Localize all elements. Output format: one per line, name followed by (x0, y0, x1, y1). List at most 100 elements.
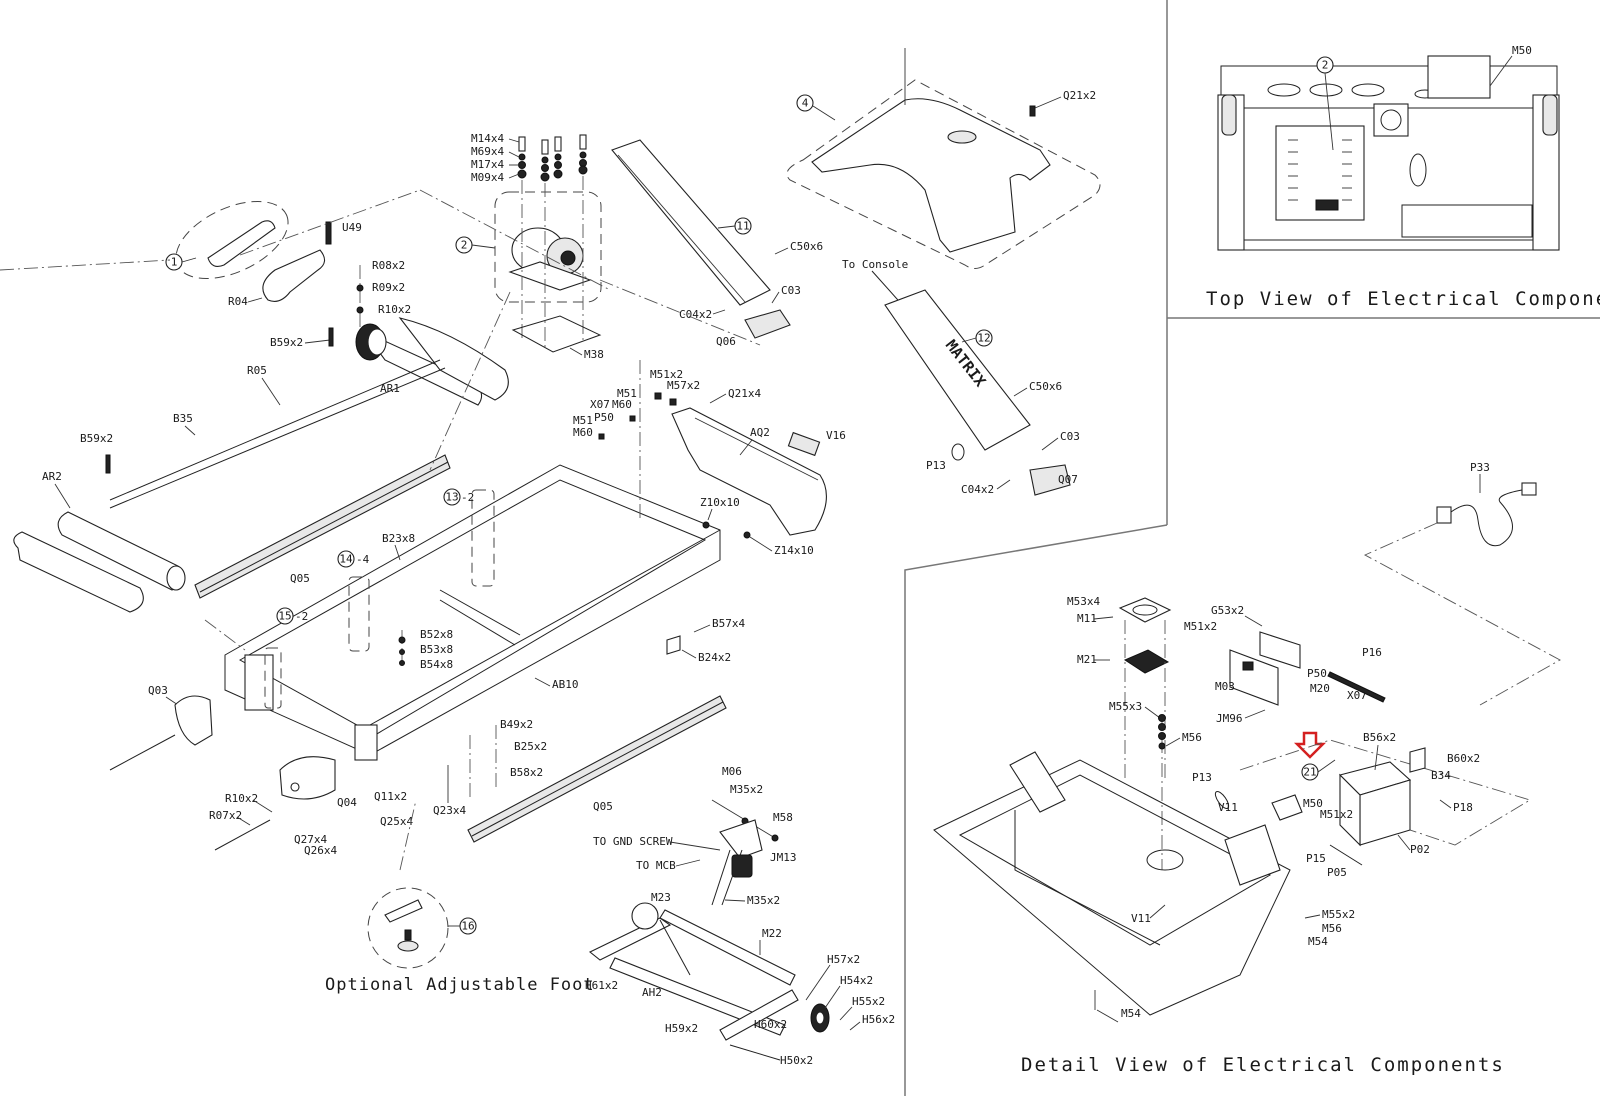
svg-text:-4: -4 (356, 553, 370, 566)
top-view-terminal-strip (1401, 204, 1533, 238)
label-M60-b: M60 (573, 426, 593, 439)
caption-optional-foot: Optional Adjustable Foot (325, 975, 595, 995)
detail-frame (933, 751, 1291, 1016)
label-B34: B34 (1431, 769, 1451, 782)
controller-pins (1288, 139, 1352, 211)
label-M58: M58 (773, 811, 793, 824)
label-B49x2: B49x2 (500, 718, 533, 731)
upright-12 (884, 289, 1031, 451)
r04-belt (262, 249, 326, 302)
svg-text:16: 16 (461, 920, 474, 933)
label-H61x2: H61x2 (585, 979, 618, 992)
detail-view-panel: P33 M53x4 M11 M21 M55x3 M56 M51x2 (933, 461, 1561, 1076)
label-M51x2-c: M51x2 (1320, 808, 1353, 821)
label-to-gnd-screw: TO GND SCREW (593, 835, 673, 848)
motor-fasteners (517, 134, 588, 350)
callout-13 (443, 488, 461, 506)
callout-14 (337, 550, 355, 568)
label-M57x2: M57x2 (667, 379, 700, 392)
label-Q05-a: Q05 (290, 572, 310, 585)
label-Z10x10: Z10x10 (700, 496, 740, 509)
label-M11: M11 (1077, 612, 1097, 625)
label-M55x2: M55x2 (1322, 908, 1355, 921)
power-module (1338, 761, 1412, 847)
label-M56-a: M56 (1182, 731, 1202, 744)
label-M22: M22 (762, 927, 782, 940)
label-AB10: AB10 (552, 678, 579, 691)
control-board-m03 (1229, 631, 1301, 706)
label-X07-a: X07 (590, 398, 610, 411)
r05-rail (109, 359, 441, 501)
label-M20: M20 (1310, 682, 1330, 695)
label-JM96: JM96 (1216, 712, 1243, 725)
fan-assembly (1118, 597, 1172, 780)
label-R09x2: R09x2 (372, 281, 405, 294)
right-upright-group: To Console MATRIX 12 C50x6 C03 P13 C04x2… (842, 258, 1080, 496)
label-B59x2-a: B59x2 (270, 336, 303, 349)
foot-pad (397, 940, 419, 952)
label-C04x2-b: C04x2 (961, 483, 994, 496)
main-frame (224, 464, 721, 761)
cord-connector (1436, 506, 1452, 524)
label-B52x8: B52x8 (420, 628, 453, 641)
label-P50-a: P50 (594, 411, 614, 424)
label-H57x2: H57x2 (827, 953, 860, 966)
label-B58x2: B58x2 (510, 766, 543, 779)
label-P05: P05 (1327, 866, 1347, 879)
foot-bracket (384, 899, 423, 923)
label-M60-a: M60 (612, 398, 632, 411)
svg-text:2: 2 (1322, 59, 1329, 72)
label-B56x2: B56x2 (1363, 731, 1396, 744)
frame-end-block (244, 654, 274, 711)
label-M69x4: M69x4 (471, 145, 504, 158)
label-Q04: Q04 (337, 796, 357, 809)
vent-hole (1267, 83, 1301, 97)
top-view-fan (1373, 103, 1409, 137)
label-Z14x10: Z14x10 (774, 544, 814, 557)
label-Q27x4: Q27x4 (294, 833, 327, 846)
roller-bracket (207, 220, 276, 267)
label-P13-b: P13 (1192, 771, 1212, 784)
label-to-console: To Console (842, 258, 908, 271)
label-M53x4: M53x4 (1067, 595, 1100, 608)
v16-label (787, 431, 821, 457)
label-C03-b: C03 (1060, 430, 1080, 443)
label-AH2: AH2 (642, 986, 662, 999)
label-H56x2: H56x2 (862, 1013, 895, 1026)
label-M50-top: M50 (1512, 44, 1532, 57)
label-B23x8: B23x8 (382, 532, 415, 545)
label-P18: P18 (1453, 801, 1473, 814)
rear-roller-group: 1 U49 R04 R08x2 R09x2 R10x2 B59x2 AR1 R0… (13, 200, 509, 613)
callout-4 (796, 94, 814, 112)
u49-spring (325, 221, 332, 245)
label-M54-b: M54 (1121, 1007, 1141, 1020)
running-belt (13, 531, 144, 613)
caption-detail-view: Detail View of Electrical Components (1021, 1054, 1505, 1076)
b34-bracket (1409, 747, 1426, 773)
label-C04x2-a: C04x2 (679, 308, 712, 321)
label-M51-b: M51 (573, 414, 593, 427)
svg-text:21: 21 (1303, 766, 1316, 779)
p16-cable (1327, 671, 1386, 703)
label-P02: P02 (1410, 843, 1430, 856)
label-M51x2-b: M51x2 (1184, 620, 1217, 633)
q04-end-cap (279, 756, 336, 800)
label-H54x2: H54x2 (840, 974, 873, 987)
label-M23: M23 (651, 891, 671, 904)
label-M06: M06 (722, 765, 742, 778)
label-Q26x4: Q26x4 (304, 844, 337, 857)
motor-cover (811, 98, 1051, 253)
label-M03: M03 (1215, 680, 1235, 693)
label-M09x4: M09x4 (471, 171, 504, 184)
end-caps-group: Q03 Q04 R10x2 R07x2 Q27x4 Q26x4 Q11x2 Q2… (109, 684, 547, 857)
label-P50-b: P50 (1307, 667, 1327, 680)
label-G53x2: G53x2 (1211, 604, 1244, 617)
label-C50x6-a: C50x6 (790, 240, 823, 253)
label-P15: P15 (1306, 852, 1326, 865)
svg-text:-2: -2 (461, 491, 474, 504)
q03-end-cap (174, 695, 213, 746)
label-R08x2: R08x2 (372, 259, 405, 272)
vent-hole (1351, 83, 1385, 97)
label-R10x2: R10x2 (378, 303, 411, 316)
